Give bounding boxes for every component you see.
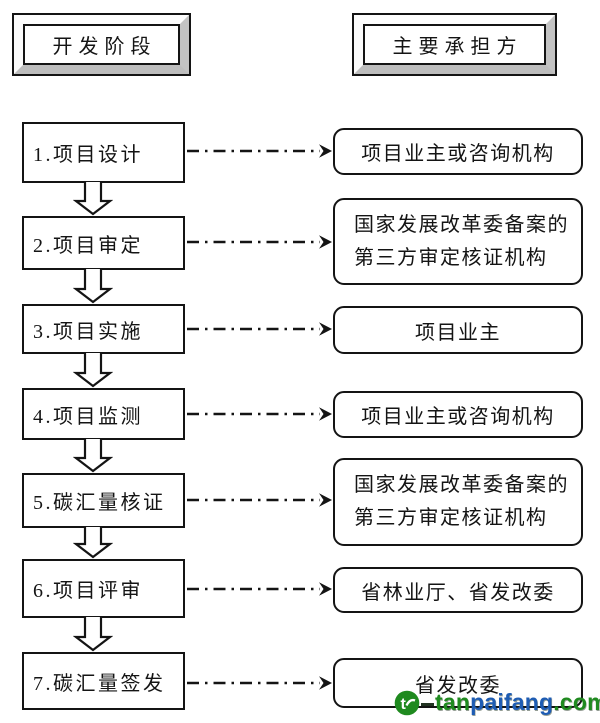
dashdot-arrow-right-icon — [187, 144, 332, 158]
header-main-party: 主要承担方 — [352, 13, 557, 76]
stage-label: 6.项目评审 — [33, 580, 143, 602]
stage-label: 4.项目监测 — [33, 405, 143, 428]
stage-label: 5.碳汇量核证 — [33, 492, 166, 514]
party-box-7: 省发改委 — [333, 658, 583, 708]
block-down-arrow-icon — [73, 439, 113, 473]
stage-box-7: 7.碳汇量签发 — [22, 652, 185, 710]
stage-label: 1.项目设计 — [33, 144, 143, 166]
stage-box-4: 4.项目监测 — [22, 388, 185, 440]
header-label: 开发阶段 — [23, 24, 180, 65]
dashdot-arrow-right-icon — [187, 582, 332, 596]
stage-label: 3.项目实施 — [33, 320, 143, 343]
block-down-arrow-icon — [73, 182, 113, 216]
party-box-5: 国家发展改革委备案的第三方审定核证机构 — [333, 458, 583, 546]
stage-box-2: 2.项目审定 — [22, 216, 185, 270]
watermark-dash — [421, 702, 434, 706]
party-label: 项目业主 — [415, 321, 501, 344]
stage-box-5: 5.碳汇量核证 — [22, 473, 185, 528]
block-down-arrow-icon — [73, 353, 113, 388]
header-bevel: 主要承担方 — [354, 15, 555, 74]
block-down-arrow-icon — [73, 617, 113, 652]
party-label: 项目业主或咨询机构 — [361, 406, 555, 428]
header-label: 主要承担方 — [363, 24, 546, 65]
party-box-1: 项目业主或咨询机构 — [333, 128, 583, 175]
dashdot-arrow-right-icon — [187, 407, 332, 421]
block-down-arrow-icon — [73, 269, 113, 304]
header-development-stage: 开发阶段 — [12, 13, 191, 76]
svg-text:t: t — [401, 696, 407, 713]
stage-box-1: 1.项目设计 — [22, 122, 185, 183]
watermark-text-part: tan — [435, 689, 471, 715]
party-label: 第三方审定核证机构 — [354, 507, 548, 529]
party-label: 国家发展改革委备案的 — [354, 213, 569, 236]
header-bevel: 开发阶段 — [14, 15, 189, 74]
watermark-text-part: .com — [553, 689, 600, 715]
tanpaifang-logo-icon: t — [394, 690, 420, 715]
party-label: 省林业厅、省发改委 — [361, 581, 555, 604]
dashdot-arrow-right-icon — [187, 676, 332, 690]
watermark-text-part: paifang — [470, 689, 554, 715]
stage-box-3: 3.项目实施 — [22, 304, 185, 354]
party-box-2: 国家发展改革委备案的第三方审定核证机构 — [333, 198, 583, 285]
party-label: 国家发展改革委备案的 — [354, 474, 569, 496]
party-box-3: 项目业主 — [333, 306, 583, 354]
dashdot-arrow-right-icon — [187, 235, 332, 249]
party-label: 项目业主或咨询机构 — [361, 143, 555, 165]
block-down-arrow-icon — [73, 527, 113, 559]
party-box-4: 项目业主或咨询机构 — [333, 391, 583, 438]
watermark-text: tanpaifang.com — [435, 689, 600, 716]
party-label: 第三方审定核证机构 — [354, 246, 548, 269]
tanpaifang-watermark: t tanpaifang.com — [394, 689, 600, 716]
dashdot-arrow-right-icon — [187, 493, 332, 507]
stage-box-6: 6.项目评审 — [22, 559, 185, 618]
party-label: 省发改委 — [415, 674, 501, 697]
party-box-6: 省林业厅、省发改委 — [333, 567, 583, 613]
stage-label: 2.项目审定 — [33, 234, 143, 257]
stage-label: 7.碳汇量签发 — [33, 672, 166, 695]
dashdot-arrow-right-icon — [187, 322, 332, 336]
